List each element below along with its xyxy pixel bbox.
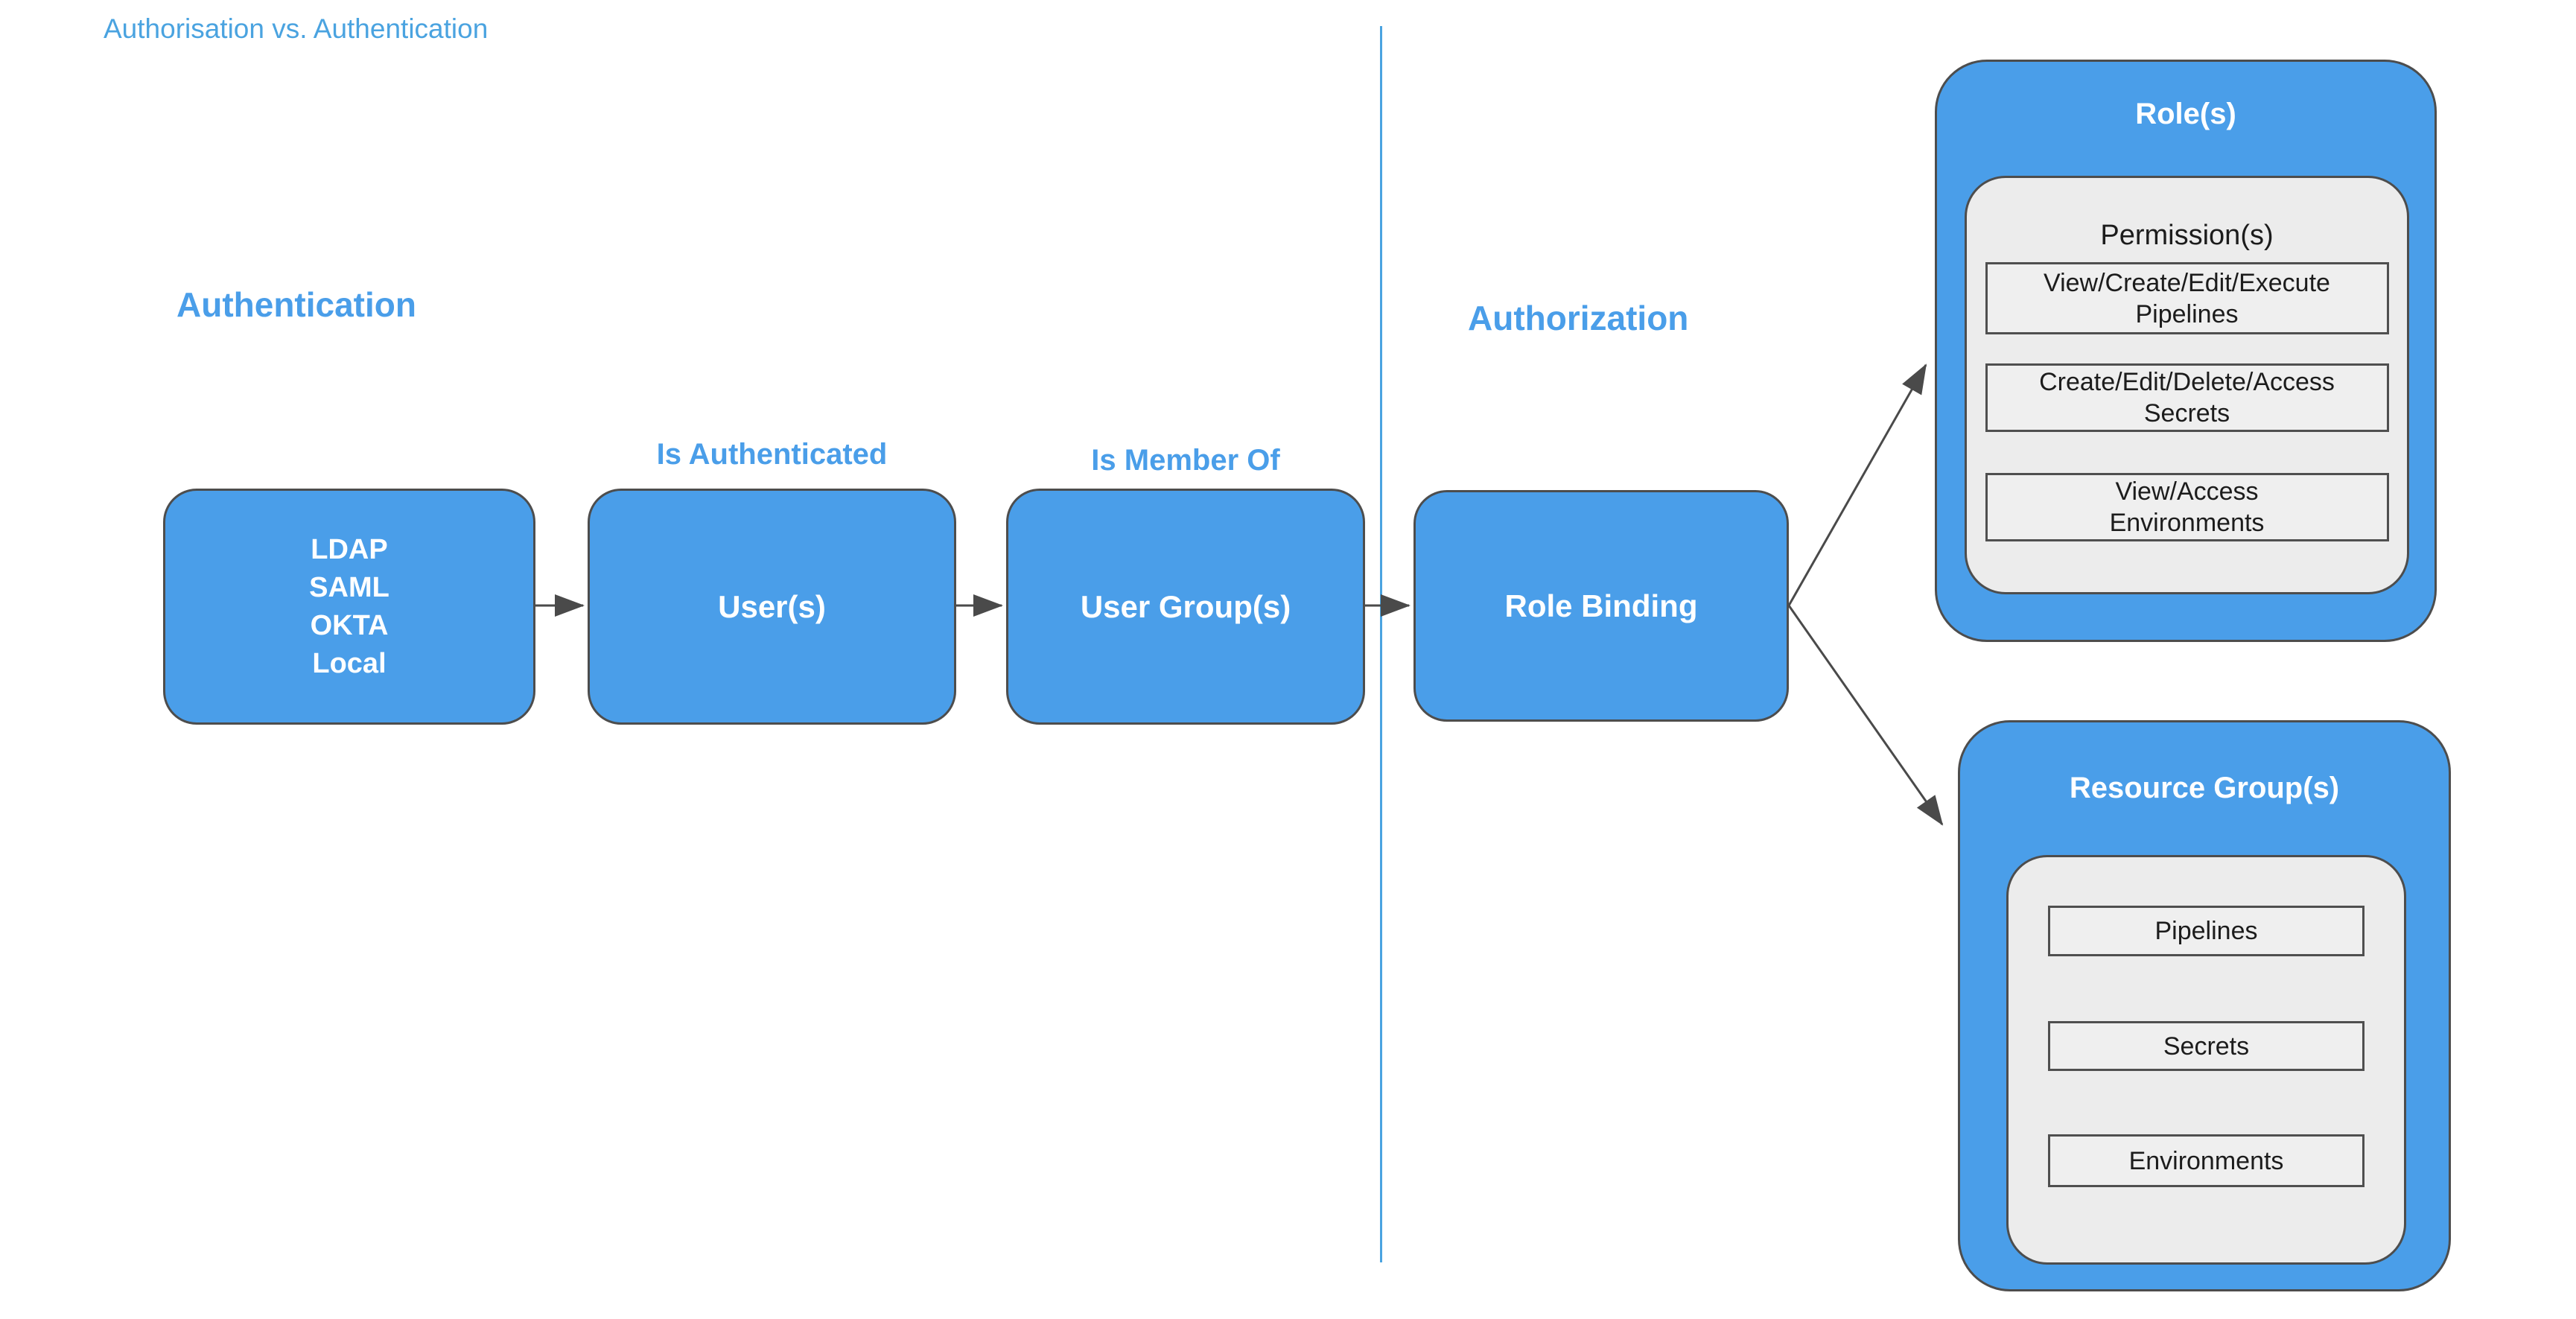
arrow-rolebinding-to-resourcegroups xyxy=(1787,605,1944,826)
node-identity-providers: LDAP SAML OKTA Local xyxy=(163,489,535,725)
node-role-binding: Role Binding xyxy=(1413,490,1789,722)
edge-label-is-member-of: Is Member Of xyxy=(1091,444,1280,477)
page-title: Authorisation vs. Authentication xyxy=(104,13,489,44)
resource-item-pipelines: Pipelines xyxy=(2048,906,2364,956)
roles-title: Role(s) xyxy=(2135,98,2236,130)
resource-groups-panel: Pipelines Secrets Environments xyxy=(2006,855,2406,1265)
permission-item-environments: View/Access Environments xyxy=(1985,473,2389,541)
resource-item-secrets: Secrets xyxy=(2048,1021,2364,1071)
permissions-panel: Permission(s) View/Create/Edit/Execute P… xyxy=(1965,176,2409,594)
resource-groups-container: Resource Group(s) Pipelines Secrets Envi… xyxy=(1958,720,2451,1291)
node-users: User(s) xyxy=(588,489,956,725)
section-divider-line xyxy=(1380,26,1382,1262)
permission-item-secrets: Create/Edit/Delete/Access Secrets xyxy=(1985,363,2389,432)
roles-container: Role(s) Permission(s) View/Create/Edit/E… xyxy=(1935,60,2437,642)
resource-item-environments: Environments xyxy=(2048,1134,2364,1187)
arrow-rolebinding-to-roles xyxy=(1787,363,1927,606)
permission-item-pipelines: View/Create/Edit/Execute Pipelines xyxy=(1985,262,2389,334)
permissions-title: Permission(s) xyxy=(2100,220,2274,251)
node-user-groups: User Group(s) xyxy=(1006,489,1365,725)
authentication-heading: Authentication xyxy=(176,285,416,324)
resource-groups-title: Resource Group(s) xyxy=(2069,772,2340,804)
authorization-heading: Authorization xyxy=(1468,299,1689,337)
edge-label-is-authenticated: Is Authenticated xyxy=(656,438,888,471)
